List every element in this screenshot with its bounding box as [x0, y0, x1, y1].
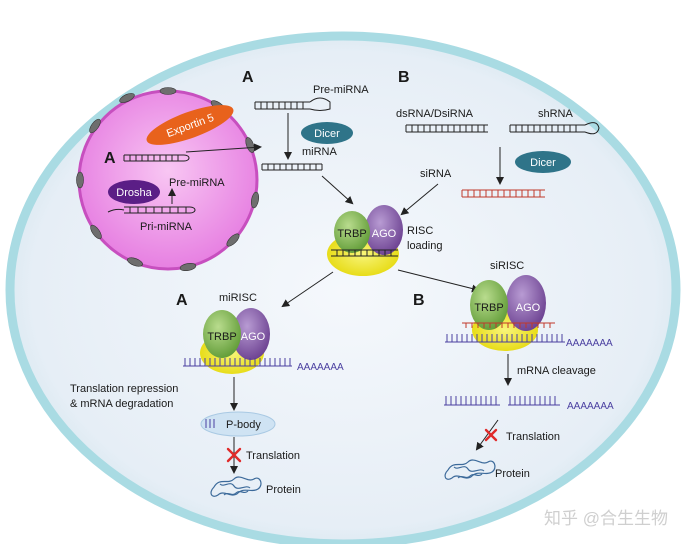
pre-mirna-nucleus-label: Pre-miRNA — [169, 177, 225, 189]
protein-b-label: Protein — [495, 468, 530, 480]
ago-label-3: AGO — [516, 302, 541, 314]
pre-mirna-nucleus-hairpin — [123, 154, 190, 162]
drosha: Drosha — [108, 180, 160, 204]
svg-text:P-body: P-body — [226, 419, 261, 431]
mrna-cleavage-label: mRNA cleavage — [517, 365, 596, 377]
protein-a-label: Protein — [266, 484, 301, 496]
ago-label-1: AGO — [372, 228, 397, 240]
block-x-icon-a — [226, 447, 242, 463]
translation-b-label: Translation — [506, 431, 560, 443]
translation-a-label: Translation — [246, 450, 300, 462]
sirisc-label: siRISC — [490, 260, 524, 272]
dicer-a: Dicer — [301, 122, 353, 144]
svg-text:Dicer: Dicer — [314, 128, 340, 140]
mrna-degradation-label: & mRNA degradation — [70, 398, 173, 410]
sirisc-complex: TRBP AGO — [462, 275, 555, 351]
dicer-b: Dicer — [515, 151, 571, 173]
polya-3: AAAAAAA — [567, 401, 614, 412]
cleaved-mrna — [444, 396, 560, 406]
block-x-icon-b — [484, 428, 498, 442]
nucleus — [76, 87, 260, 272]
shrna-label: shRNA — [538, 108, 574, 120]
section-b-lower: B — [413, 292, 425, 309]
pri-mirna-hairpin — [107, 206, 196, 214]
mirna-duplex — [261, 163, 323, 171]
ago-label-2: AGO — [241, 331, 266, 343]
protein-a-icon — [210, 476, 262, 497]
mirna-label: miRNA — [302, 146, 337, 158]
sirna-label: siRNA — [420, 168, 452, 180]
risc-loading-label-line2: loading — [407, 240, 442, 252]
sirna-duplex — [461, 189, 545, 198]
p-body: P-body — [200, 411, 276, 437]
svg-text:Drosha: Drosha — [116, 187, 152, 199]
pre-mirna-top-hairpin — [254, 97, 331, 111]
risc-loading-complex: TRBP AGO — [327, 205, 403, 276]
polya-1: AAAAAAA — [297, 362, 344, 373]
translation-repression-label: Translation repression — [70, 383, 178, 395]
trbp-label-1: TRBP — [337, 228, 366, 240]
polya-2: AAAAAAA — [566, 338, 613, 349]
section-a-nucleus: A — [104, 150, 116, 167]
dsrna-label: dsRNA/DsiRNA — [396, 108, 474, 120]
shrna-hairpin — [509, 122, 600, 135]
dsrna-duplex — [405, 124, 488, 133]
section-b-top: B — [398, 69, 410, 86]
trbp-label-2: TRBP — [207, 331, 236, 343]
trbp-label-3: TRBP — [474, 302, 503, 314]
section-a-top: A — [242, 69, 254, 86]
mirisc-complex: TRBP AGO — [200, 308, 270, 374]
mirisc-mrna — [183, 358, 292, 367]
section-a-lower: A — [176, 292, 188, 309]
mirisc-label: miRISC — [219, 292, 257, 304]
svg-text:Dicer: Dicer — [530, 157, 556, 169]
pri-mirna-label: Pri-miRNA — [140, 221, 193, 233]
protein-b-icon — [444, 459, 496, 480]
pre-mirna-top-label: Pre-miRNA — [313, 84, 369, 96]
sirisc-mrna — [445, 334, 565, 343]
watermark: 知乎 @合生生物 — [544, 509, 668, 528]
risc-loading-label-line1: RISC — [407, 225, 433, 237]
